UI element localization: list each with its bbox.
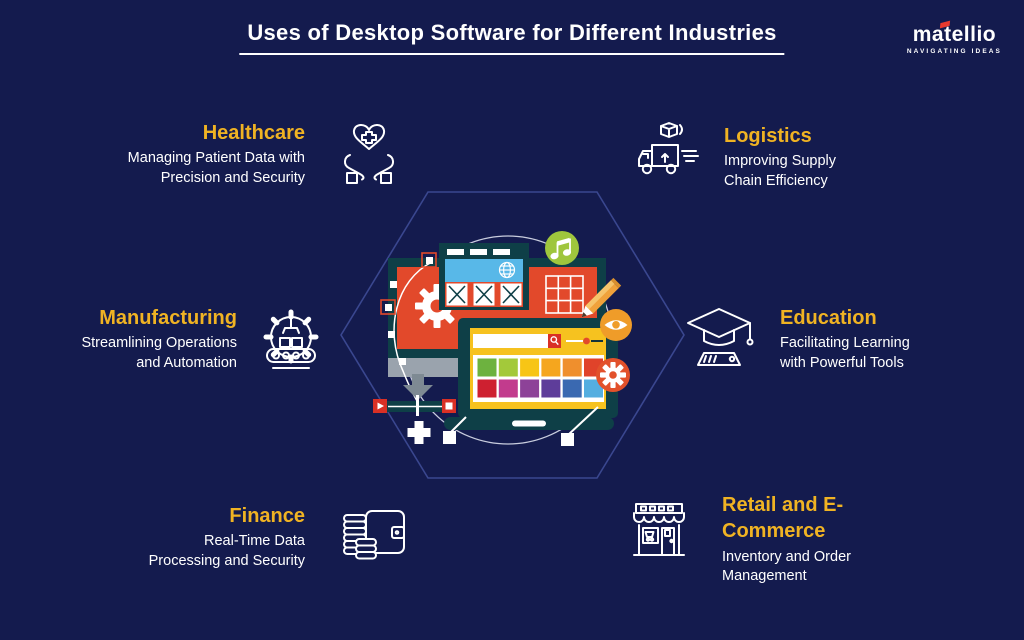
industry-title: Education	[780, 307, 877, 329]
delivery-truck-icon	[636, 121, 700, 183]
hands-heart-cross-icon	[340, 117, 398, 185]
settings-gear-icon	[596, 358, 630, 392]
search-bar	[473, 334, 548, 348]
industry-description: Real-Time Data Processing and Security	[148, 533, 305, 569]
timeline-slider	[373, 395, 456, 416]
industry-title: Logistics	[724, 125, 812, 147]
music-note-icon	[545, 231, 579, 265]
pen-path-handles	[385, 257, 433, 365]
search-icon	[550, 336, 559, 346]
industry-description: Inventory and Order Management	[722, 548, 851, 584]
browser-window	[439, 243, 529, 310]
industry-description: Facilitating Learning with Powerful Tool…	[780, 335, 910, 371]
desktop-software-illustration	[340, 191, 685, 479]
page-title: Uses of Desktop Software for Different I…	[239, 20, 785, 55]
industry-title: Manufacturing	[99, 307, 237, 329]
industry-finance: Finance Real-Time Data Processing and Se…	[65, 503, 305, 571]
hexagon-outline	[340, 191, 685, 479]
industry-title: Healthcare	[202, 122, 305, 144]
image-placeholder-boxes	[446, 283, 522, 306]
logo-tagline: NAVIGATING IDEAS	[906, 48, 1002, 55]
coins-wallet-icon	[340, 501, 408, 567]
industry-title: Retail and E-Commerce	[722, 494, 844, 543]
industry-education: Education Facilitating Learning with Pow…	[780, 305, 980, 373]
logo-wordmark: matellio	[907, 20, 1002, 46]
color-palette	[477, 358, 603, 398]
graduation-cap-icon	[682, 299, 756, 377]
industry-description: Improving Supply Chain Efficiency	[724, 153, 837, 189]
laptop-base	[444, 417, 614, 430]
grid-icon	[545, 275, 584, 314]
industry-description: Managing Patient Data with Precision and…	[127, 150, 305, 186]
eye-icon	[600, 309, 632, 341]
industry-description: Streamlining Operations and Automation	[81, 335, 237, 371]
globe-icon	[498, 261, 516, 279]
matellio-logo: matellio NAVIGATING IDEAS	[906, 20, 1002, 55]
industry-retail-ecommerce: Retail and E-Commerce Inventory and Orde…	[722, 492, 912, 586]
connector-nodes	[407, 406, 599, 446]
industry-title: Finance	[229, 505, 305, 527]
download-arrow	[403, 374, 433, 400]
laptop	[458, 318, 618, 418]
logo-text: matellio	[912, 23, 997, 46]
plus-icon	[407, 421, 431, 444]
industry-healthcare: Healthcare Managing Patient Data with Pr…	[65, 120, 305, 188]
industry-logistics: Logistics Improving Supply Chain Efficie…	[724, 123, 904, 191]
browser-tabs	[447, 249, 510, 255]
storefront-icon	[627, 496, 691, 564]
gear-conveyor-icon	[258, 301, 324, 373]
industry-manufacturing: Manufacturing Streamlining Operations an…	[27, 305, 237, 373]
